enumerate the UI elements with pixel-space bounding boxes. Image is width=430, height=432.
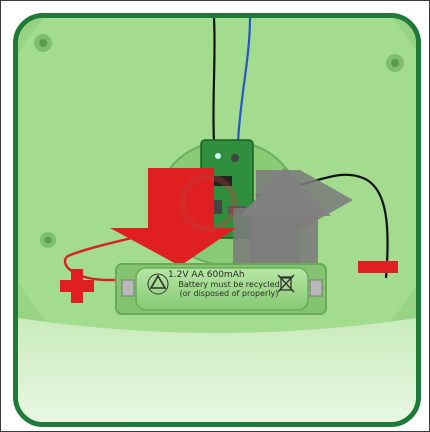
battery-notice-text: Battery must be recycled (or disposed of… (173, 280, 285, 298)
positive-terminal (122, 280, 134, 296)
minus-sign (358, 261, 398, 273)
battery-install-illustration: 1.2V AA 600mAh Battery must be recycled … (18, 18, 416, 422)
negative-terminal (310, 280, 322, 296)
housing-base (18, 318, 416, 422)
battery-notice-wrap: Battery must be recycled (or disposed of… (173, 280, 285, 312)
black-wire-top (213, 18, 214, 143)
device-panel: 1.2V AA 600mAh Battery must be recycled … (13, 13, 421, 427)
battery-rating-text: 1.2V AA 600mAh (168, 270, 245, 280)
